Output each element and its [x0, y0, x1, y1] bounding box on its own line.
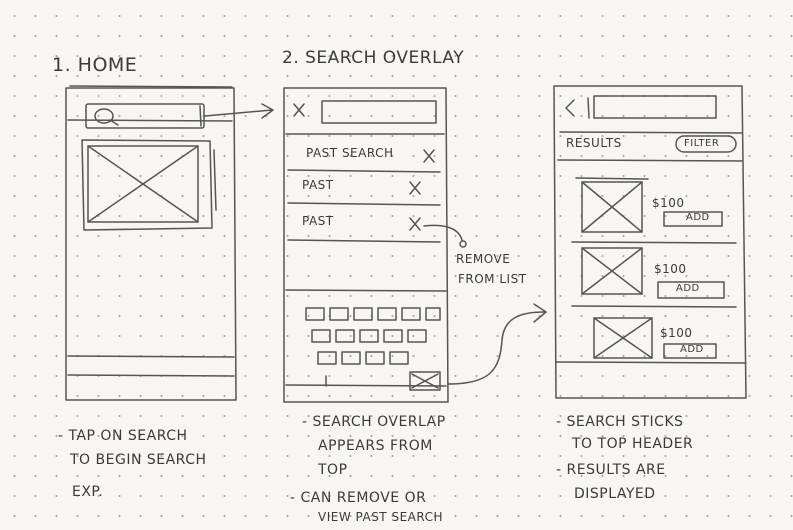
results-note-3: - RESULTS ARE	[556, 462, 666, 478]
result-price-3: $100	[660, 326, 693, 340]
add-label-2[interactable]: ADD	[676, 283, 700, 294]
keyboard-sketch	[305, 307, 441, 387]
home-hero-image-placeholder	[81, 139, 213, 231]
add-button-3	[663, 343, 717, 359]
results-note-2: TO TOP HEADER	[572, 436, 694, 452]
search-key	[409, 371, 441, 391]
panel-title-home: 1. HOME	[52, 54, 138, 76]
filter-button[interactable]: FILTER	[684, 138, 720, 149]
results-note-1: - SEARCH STICKS	[556, 414, 684, 430]
result-price-1: $100	[652, 196, 685, 210]
results-note-4: DISPLAYED	[574, 486, 656, 502]
result-price-2: $100	[654, 262, 687, 276]
overlay-note-2: APPEARS FROM	[318, 438, 433, 454]
arrow-to-overlay	[204, 109, 273, 117]
result-image-3	[593, 317, 653, 359]
remove-icon-2	[409, 181, 421, 195]
remove-icon-3	[409, 217, 421, 231]
divider-1	[287, 169, 441, 173]
arrow-to-results	[447, 311, 545, 385]
search-icon	[94, 108, 119, 126]
overlay-close-icon	[293, 103, 305, 117]
divider-3	[287, 239, 441, 243]
results-search-input	[593, 95, 717, 119]
home-note-2: TO BEGIN SEARCH	[70, 452, 207, 468]
past-search-item-3[interactable]: PAST	[302, 214, 334, 228]
callout-line-1: REMOVE	[456, 252, 511, 266]
add-label-3[interactable]: ADD	[680, 344, 704, 355]
past-search-item-2[interactable]: PAST	[302, 178, 334, 192]
add-label-1[interactable]: ADD	[686, 212, 710, 223]
arrow-head-2	[533, 303, 547, 323]
overlay-phone-frame	[283, 87, 449, 403]
divider-2	[287, 202, 441, 206]
past-search-item-1[interactable]: PAST SEARCH	[306, 146, 394, 160]
home-search-bar	[85, 103, 205, 129]
filter-pill	[675, 135, 737, 153]
results-header: RESULTS	[566, 136, 622, 150]
result-image-2	[581, 247, 643, 295]
back-chevron-icon	[565, 99, 575, 117]
panel-title-overlay: 2. SEARCH OVERLAY	[282, 48, 465, 68]
arrow-head	[261, 103, 274, 119]
callout-dot	[459, 240, 467, 248]
home-phone-frame	[65, 85, 237, 401]
callout-line	[423, 224, 463, 241]
result-image-1	[575, 177, 649, 233]
overlay-note-4: - CAN REMOVE OR	[290, 490, 427, 506]
add-button-1	[663, 211, 723, 227]
home-note-1: - TAP ON SEARCH	[58, 428, 188, 444]
home-note-3: EXP.	[72, 484, 104, 500]
results-phone-frame	[553, 85, 747, 399]
remove-icon-1	[423, 149, 435, 163]
overlay-note-1: - SEARCH OVERLAP	[302, 414, 446, 430]
callout-line-2: FROM LIST	[458, 272, 527, 286]
home-side-scroll	[213, 149, 217, 211]
overlay-note-3: TOP	[318, 462, 348, 478]
add-button-2	[657, 281, 725, 299]
overlay-note-5: VIEW PAST SEARCH	[318, 510, 443, 524]
overlay-search-input	[321, 100, 437, 124]
